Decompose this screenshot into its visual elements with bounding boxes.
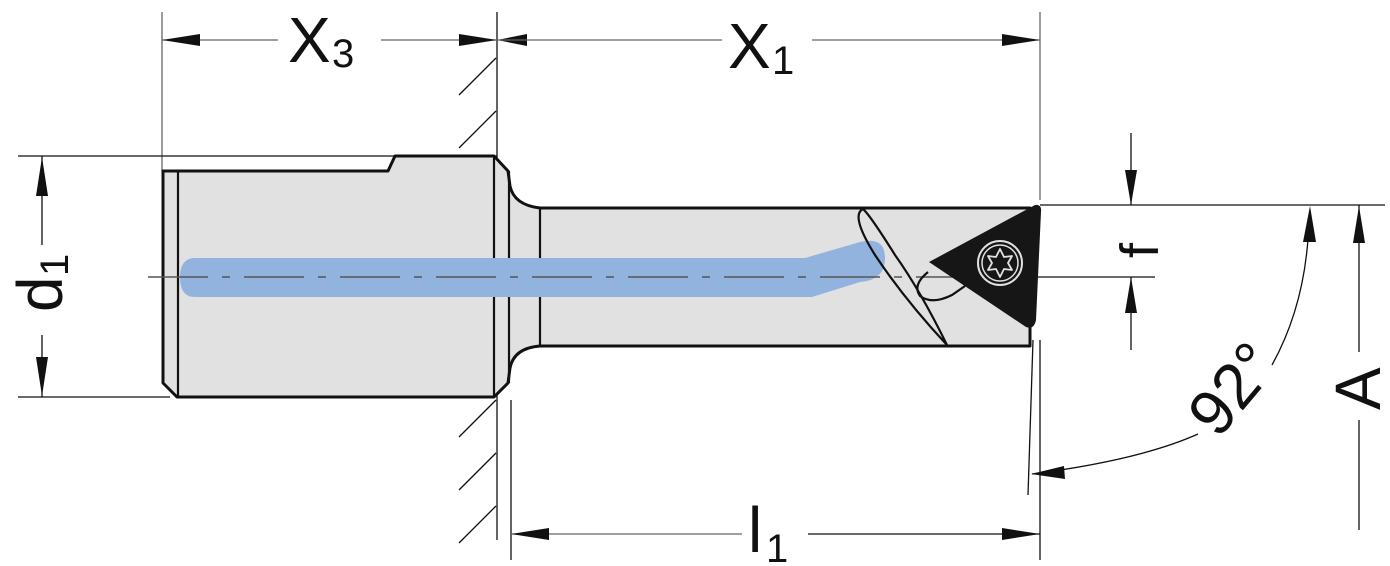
- insert-edge-extension-line: [1027, 339, 1034, 496]
- x3-label-sub: 3: [332, 32, 354, 76]
- x1-dimension: X 1: [497, 10, 1040, 83]
- x3-dimension: X 3: [162, 4, 527, 76]
- l1-label-sub: 1: [766, 527, 788, 566]
- l1-label-main: l: [748, 494, 762, 566]
- x1-label-sub: 1: [772, 39, 794, 83]
- angle-dimension: 92°: [1031, 206, 1316, 479]
- l1-dimension: l 1: [511, 494, 1040, 566]
- f-label: f: [1110, 242, 1170, 258]
- clamping-wall-hatch: [458, 57, 497, 544]
- triangular-insert-icon: [929, 204, 1042, 328]
- d1-dimension: d 1: [4, 156, 77, 397]
- angle-label: 92°: [1174, 329, 1291, 449]
- d1-label-main: d: [4, 276, 76, 312]
- a-label: A: [1322, 367, 1390, 410]
- f-dimension: f: [1110, 133, 1170, 350]
- chip-flute: [857, 207, 948, 346]
- torx-screw-icon: [977, 240, 1023, 286]
- d1-label-sub: 1: [33, 254, 77, 276]
- a-dimension: A: [1322, 205, 1390, 530]
- insert-pocket: [916, 271, 966, 302]
- coolant-channel: [180, 240, 885, 297]
- x1-label-main: X: [728, 10, 771, 82]
- x3-label-main: X: [288, 4, 331, 76]
